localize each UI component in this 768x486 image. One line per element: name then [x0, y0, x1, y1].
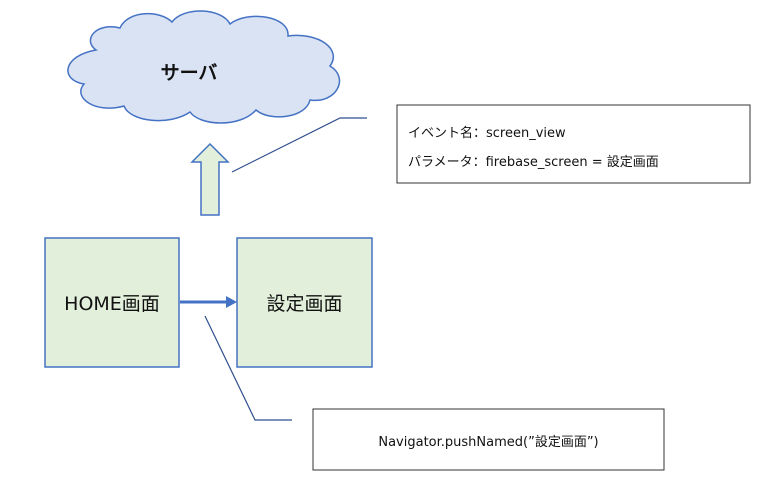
navigation-code-text: Navigator.pushNamed(”設定画面”) [378, 435, 599, 450]
settings-screen-box [236, 237, 373, 368]
navigation-callout-connector [204, 315, 292, 421]
event-name-text: イベント名：screen_view [408, 126, 566, 141]
event-parameter-text: パラメータ：firebase_screen = 設定画面 [408, 155, 659, 170]
event-callout-connector [231, 117, 367, 173]
home-screen-box [44, 237, 180, 368]
home-screen-label: HOME画面 [64, 293, 160, 315]
server-cloud [67, 10, 341, 124]
event-callout-box [396, 104, 751, 184]
server-label: サーバ [160, 62, 218, 84]
settings-screen-label: 設定画面 [266, 293, 343, 315]
navigation-callout-box [312, 408, 665, 471]
navigation-arrow-head [226, 296, 237, 308]
upload-arrow [190, 142, 230, 216]
